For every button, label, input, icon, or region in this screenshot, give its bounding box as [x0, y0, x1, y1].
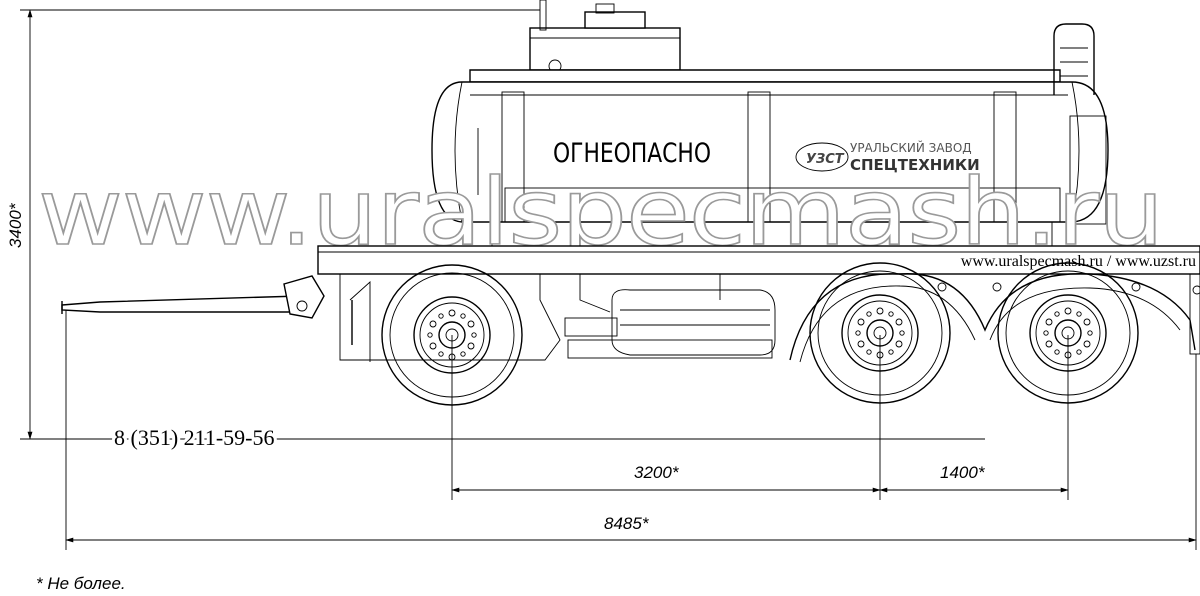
logo-line1: УРАЛЬСКИЙ ЗАВОД — [850, 140, 972, 155]
wheelbase-label: 3200* — [634, 463, 680, 482]
logo-line2: СПЕЦТЕХНИКИ — [850, 156, 980, 174]
axle-spacing-label: 1400* — [940, 463, 986, 482]
tank — [431, 0, 1109, 247]
height-dimension — [20, 9, 540, 440]
overall-length-dimension — [65, 310, 1197, 550]
footnote: * Не более. — [36, 574, 126, 593]
phone-number: 8 (351) 211-59-56 — [114, 425, 275, 450]
overall-length-label: 8485* — [604, 514, 650, 533]
chassis — [61, 245, 1200, 363]
tank-shell — [469, 69, 1061, 83]
websites-text: www.uralspecmash.ru / www.uzst.ru — [961, 253, 1196, 270]
tank-service-box — [529, 27, 681, 71]
height-label: 3400* — [6, 202, 25, 248]
rear-fender — [789, 273, 1196, 361]
warning-label: ОГНЕОПАСНО — [553, 138, 711, 169]
logo-mark: УЗСТ — [806, 152, 845, 167]
drawbar — [61, 295, 301, 313]
manhole-hatch — [584, 11, 646, 29]
manufacturer-logo: УЗСТ УРАЛЬСКИЙ ЗАВОД СПЕЦТЕХНИКИ — [795, 140, 980, 174]
wheelbase-dimension — [451, 335, 1069, 500]
